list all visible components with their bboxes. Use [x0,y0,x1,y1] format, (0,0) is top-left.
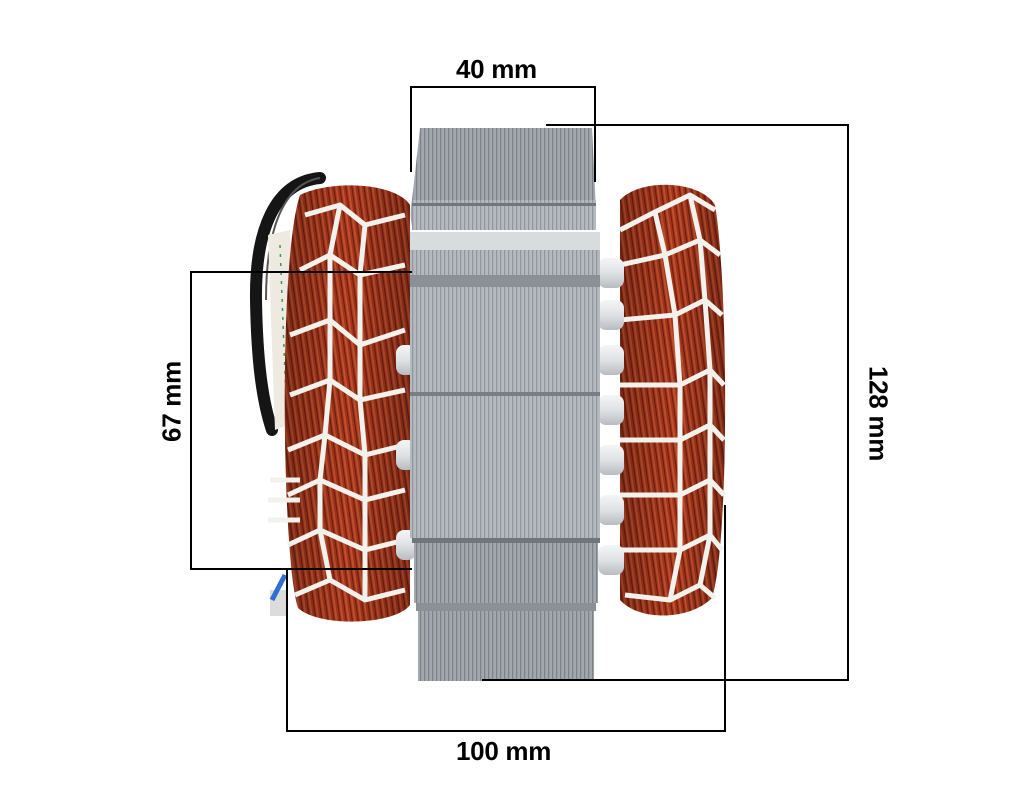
dimension-label-100mm: 100 mm [456,736,552,766]
dimension-label-67mm: 67 mm [156,361,187,442]
dimension-label-40mm: 40 mm [456,54,537,84]
stator-core [410,128,600,681]
dimension-lines [190,86,849,732]
left-coil [268,185,410,622]
dim-line-67mm [190,271,412,570]
dim-line-100mm [286,505,726,732]
insulator-tubes [396,258,624,575]
right-coil [618,184,726,616]
dim-line-40mm [410,86,596,182]
dim-line-128mm [482,124,849,681]
dimension-label-128mm: 128 mm [863,365,894,462]
